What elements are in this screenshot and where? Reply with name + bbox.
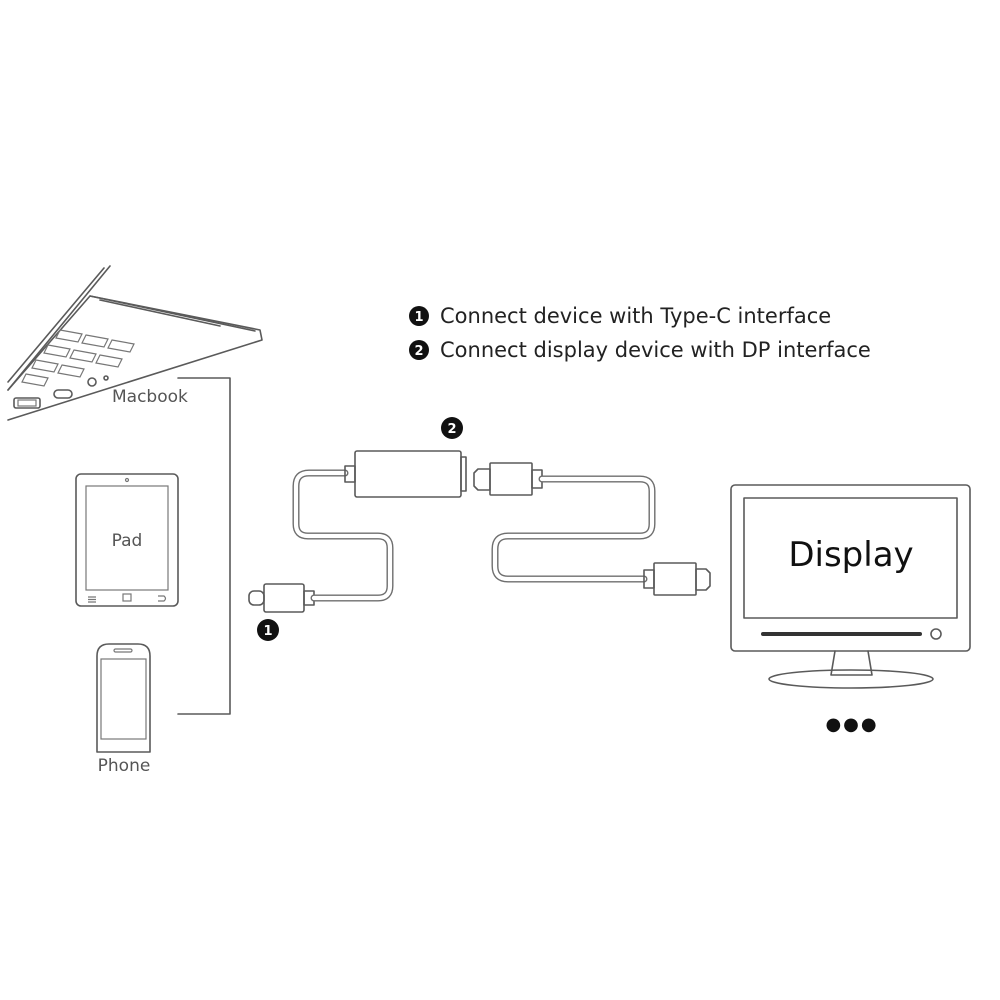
dp-plug-tip-right <box>695 568 711 591</box>
monitor-neck <box>830 650 873 676</box>
menu-icon <box>88 596 96 603</box>
step-1-text: Connect device with Type-C interface <box>440 304 831 328</box>
tablet-illustration: Pad <box>75 473 179 607</box>
dp-plug-housing-left <box>489 462 533 496</box>
typec-marker: 1 <box>257 619 279 641</box>
more-devices-indicator: ●●● <box>825 714 878 735</box>
dp-connector-right <box>643 562 711 596</box>
laptop-port-3 <box>87 377 97 387</box>
monitor-bezel <box>730 484 971 652</box>
adapter-badge <box>441 417 463 439</box>
dp-connector-left <box>473 462 543 496</box>
laptop-port-1 <box>13 397 41 409</box>
laptop-hinge-inner <box>99 299 221 327</box>
back-icon <box>158 595 167 602</box>
step-1-number: 1 <box>414 310 423 325</box>
legend: 1 Connect device with Type-C interface 2… <box>409 304 871 362</box>
step-2-number: 2 <box>414 344 423 359</box>
phone-body <box>96 643 151 753</box>
monitor-screen-label: Display <box>788 535 913 575</box>
laptop-keyboard <box>21 329 135 387</box>
step-2-text: Connect display device with DP interface <box>440 338 871 362</box>
power-icon <box>930 628 942 640</box>
adapter-badge-number: 2 <box>447 422 456 437</box>
phone-speaker <box>113 648 133 653</box>
laptop-hinge <box>89 295 256 332</box>
laptop-led <box>103 375 109 381</box>
adapter-box <box>344 450 467 498</box>
typec-plug-tip <box>248 590 265 606</box>
laptop-usbc-port <box>53 389 73 399</box>
device-group-bracket <box>177 377 231 715</box>
monitor-screen <box>743 497 958 619</box>
legend-step-2: 2 Connect display device with DP interfa… <box>409 338 871 362</box>
cable-typec-to-adapter <box>292 469 394 602</box>
tablet-body <box>75 473 179 607</box>
phone-illustration: Phone <box>96 643 151 776</box>
step-1-badge <box>409 306 429 326</box>
laptop-lid-edge <box>7 267 105 383</box>
laptop-label: Macbook <box>112 387 188 407</box>
monitor-stand-base <box>768 669 934 689</box>
phone-screen <box>100 658 147 740</box>
adapter-marker: 2 <box>441 417 463 439</box>
typec-badge-number: 1 <box>263 624 272 639</box>
laptop-deck <box>7 295 263 421</box>
home-icon <box>122 593 132 602</box>
typec-badge <box>257 619 279 641</box>
dp-plug-housing-right <box>653 562 697 596</box>
typec-connector <box>248 583 315 613</box>
cable-dp-to-dp <box>491 475 656 583</box>
laptop-port-1-inner <box>17 399 37 407</box>
tablet-screen <box>85 485 169 591</box>
phone-label: Phone <box>98 756 151 776</box>
dp-plug-tip-left <box>473 468 491 491</box>
step-2-badge <box>409 340 429 360</box>
adapter-housing <box>354 450 462 498</box>
monitor-illustration: Display <box>730 484 971 689</box>
legend-step-1: 1 Connect device with Type-C interface <box>409 304 831 328</box>
tablet-camera <box>124 477 130 483</box>
tablet-label: Pad <box>112 531 143 551</box>
typec-plug-housing <box>263 583 305 613</box>
laptop-illustration: Macbook <box>7 265 263 421</box>
adapter-dp-port <box>460 456 467 492</box>
